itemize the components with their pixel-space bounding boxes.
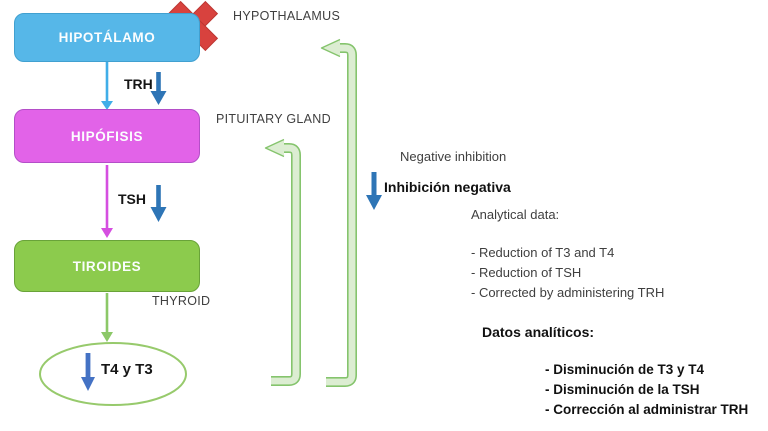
hypothalamus-pituitary-connector [101, 62, 113, 110]
analytical-en-item: - Reduction of T3 and T4 [471, 245, 615, 260]
negative-inhibition-en-label: Negative inhibition [400, 149, 507, 164]
pituitary-box: HIPÓFISIS [14, 109, 200, 163]
negative-inhibition-es-label: Inhibición negativa [384, 179, 511, 195]
t4-t3-label: T4 y T3 [101, 361, 153, 378]
pituitary-thyroid-connector [101, 165, 113, 238]
tsh-label: TSH [118, 191, 146, 207]
pituitary-box-label: HIPÓFISIS [70, 128, 144, 144]
analytical-data-es-title: Datos analíticos: [482, 324, 595, 340]
pituitary-en-label: PITUITARY GLAND [216, 112, 331, 126]
hypothalamus-en-label: HYPOTHALAMUS [233, 9, 341, 23]
analytical-en-item: - Reduction of TSH [471, 265, 582, 280]
t4-t3-ellipse [39, 342, 187, 406]
feedback-arrow-hypothalamus [320, 38, 357, 387]
analytical-data-en-title: Analytical data: [471, 207, 560, 222]
t4-t3-decrease-arrow-icon [81, 353, 95, 391]
thyroid-box: TIROIDES [14, 240, 200, 292]
hypothalamus-box-label: HIPOTÁLAMO [58, 30, 156, 45]
analytical-es-item: - Corrección al administrar TRH [545, 402, 749, 417]
analytical-es-item: - Disminución de la TSH [545, 382, 700, 397]
trh-decrease-arrow-icon [150, 72, 167, 105]
trh-label: TRH [124, 76, 153, 92]
analytical-es-item: - Disminución de T3 y T4 [545, 362, 705, 377]
thyroid-en-label: THYROID [152, 294, 211, 308]
analytical-en-item: - Corrected by administering TRH [471, 285, 665, 300]
thyroid-result-connector [101, 293, 113, 342]
thyroid-box-label: TIROIDES [72, 258, 142, 274]
negative-inhibition-arrow-icon [366, 172, 382, 210]
hypothalamus-box: HIPOTÁLAMO [14, 13, 200, 62]
tsh-decrease-arrow-icon [150, 185, 167, 222]
feedback-arrow-pituitary [264, 138, 301, 386]
